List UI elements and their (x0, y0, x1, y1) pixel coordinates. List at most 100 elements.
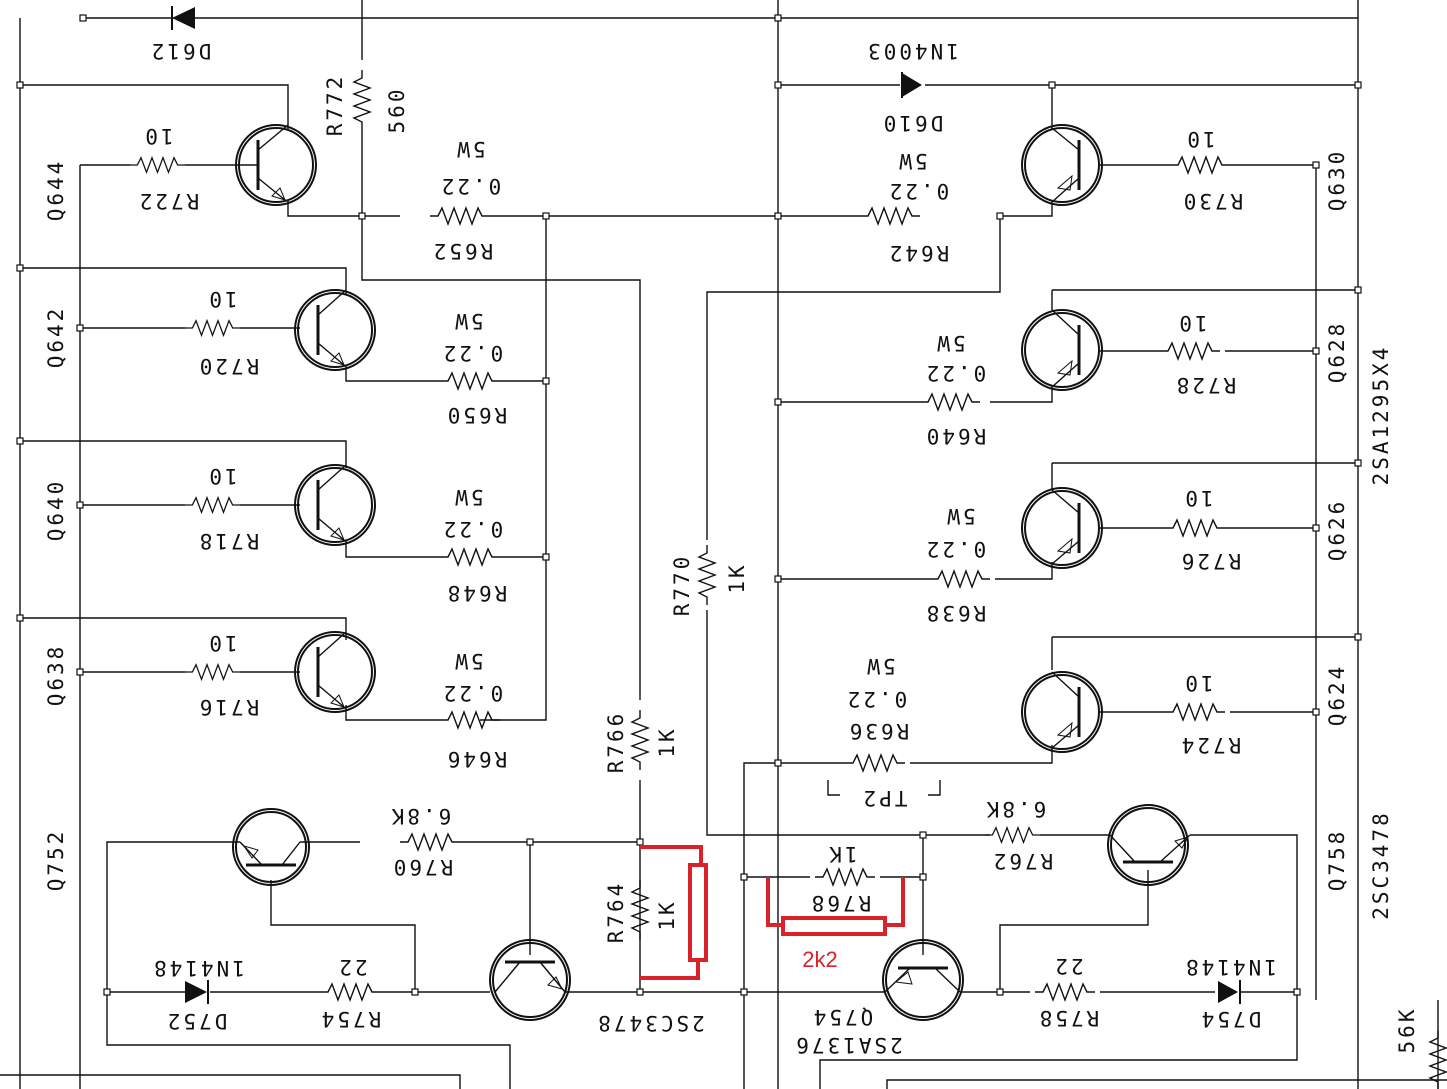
resistor-r638 (929, 570, 991, 588)
resistor-r636 (844, 754, 906, 772)
label-r650-value: 0.22 (441, 341, 504, 365)
red-markup (640, 845, 905, 980)
resistor-r758 (1034, 983, 1096, 1001)
label-r652: R652 (431, 239, 494, 263)
transistor-q642 (294, 289, 376, 371)
diode-d754 (1218, 980, 1241, 1004)
label-q628: Q628 (1325, 321, 1349, 384)
resistor-r722 (129, 156, 186, 174)
transistor-2sc3478-bottom (489, 939, 571, 1021)
label-r754-value: 22 (336, 955, 367, 979)
transistor-q758 (1107, 804, 1191, 886)
label-r636: R636 (847, 719, 910, 743)
label-r640-value: 0.22 (924, 361, 987, 385)
label-r642-watt: 5W (896, 149, 927, 173)
label-r766: R766 (604, 711, 628, 774)
label-q758: Q758 (1325, 829, 1349, 892)
label-r650: R650 (445, 403, 508, 427)
label-r718-value: 10 (206, 464, 237, 488)
label-r724-value: 10 (1182, 671, 1213, 695)
label-q642: Q642 (44, 306, 68, 369)
label-r640: R640 (924, 424, 987, 448)
resistor-r754 (319, 983, 381, 1001)
diode-d752 (185, 980, 209, 1004)
label-r770: R770 (670, 554, 694, 617)
label-1n4148-right: 1N4148 (1183, 955, 1277, 979)
transistor-q628 (1021, 309, 1103, 391)
label-r724: R724 (1179, 733, 1242, 757)
label-r648: R648 (445, 581, 508, 605)
resistor-r716 (184, 663, 241, 681)
label-q754: Q754 (811, 1005, 874, 1029)
label-r636-value: 0.22 (845, 687, 908, 711)
annotation-2k2: 2k2 (802, 947, 837, 972)
label-r638-value: 0.22 (924, 537, 987, 561)
label-r716: R716 (197, 695, 260, 719)
transistor-q624 (1021, 671, 1103, 753)
label-r730-value: 10 (1184, 127, 1215, 151)
resistor-r730 (1169, 156, 1231, 174)
resistor-r718 (184, 496, 241, 514)
label-r718: R718 (197, 529, 260, 553)
label-r638-watt: 5W (944, 504, 975, 528)
junction-nodes (16, 14, 1362, 996)
label-r648-watt: 5W (452, 485, 483, 509)
label-r646-value: 0.22 (441, 681, 504, 705)
label-r638: R638 (924, 601, 987, 625)
label-2sa1295x4: 2SA1295X4 (1369, 345, 1393, 486)
label-r768: R768 (809, 891, 872, 915)
resistor-r726 (1164, 519, 1226, 537)
transistors (232, 124, 1191, 1021)
diode-d610 (901, 72, 922, 98)
label-r716-value: 10 (206, 631, 237, 655)
label-r762-value: 6.8K (984, 797, 1047, 821)
label-r652-watt: 5W (454, 137, 485, 161)
label-r650-watt: 5W (452, 309, 483, 333)
tp2-marker (827, 780, 941, 796)
label-r722-value: 10 (142, 124, 173, 148)
label-r770-value: 1K (725, 562, 749, 593)
label-r730: R730 (1181, 189, 1244, 213)
label-r648-value: 0.22 (441, 517, 504, 541)
transistor-q754 (882, 939, 964, 1021)
resistor-r648 (439, 548, 501, 566)
label-r726-value: 10 (1182, 486, 1213, 510)
label-d752: D752 (165, 1009, 228, 1033)
label-q644: Q644 (44, 159, 68, 222)
label-q630: Q630 (1325, 149, 1349, 212)
resistor-r728 (1159, 342, 1221, 360)
label-1n4003: 1N4003 (865, 39, 959, 63)
label-r720: R720 (197, 354, 260, 378)
label-r728-value: 10 (1176, 311, 1207, 335)
transistor-q640 (294, 464, 376, 546)
resistor-r724 (1164, 703, 1226, 721)
resistor-r642 (859, 207, 921, 225)
label-r652-value: 0.22 (439, 174, 502, 198)
label-r764: R764 (604, 881, 628, 944)
diode-d612 (171, 6, 195, 30)
label-q752: Q752 (44, 829, 68, 892)
resistor-r650 (439, 372, 501, 390)
label-r646: R646 (445, 747, 508, 771)
labels: D612 R772 560 1N4003 D610 Q644 Q642 Q640… (44, 39, 1419, 1057)
resistor-r772 (353, 69, 371, 131)
label-r646-watt: 5W (452, 649, 483, 673)
label-r762: R762 (991, 849, 1054, 873)
label-r764-value: 1K (655, 899, 679, 930)
label-2sc3478-right: 2SC3478 (1369, 810, 1393, 920)
label-r772: R772 (323, 74, 347, 137)
resistor-r652 (429, 207, 491, 225)
label-r758: R758 (1037, 1006, 1100, 1030)
label-r726: R726 (1179, 549, 1242, 573)
transistor-q626 (1021, 487, 1103, 569)
resistor-r762 (984, 826, 1041, 844)
label-r728: R728 (1174, 373, 1237, 397)
resistor-r770 (698, 544, 716, 606)
label-d610: D610 (881, 111, 944, 135)
label-r642: R642 (887, 241, 950, 265)
label-r760-value: 6.8K (389, 804, 452, 828)
label-r642-value: 0.22 (887, 179, 950, 203)
label-1n4148-left: 1N4148 (151, 956, 245, 980)
label-q626: Q626 (1325, 499, 1349, 562)
label-r754: R754 (319, 1007, 382, 1031)
